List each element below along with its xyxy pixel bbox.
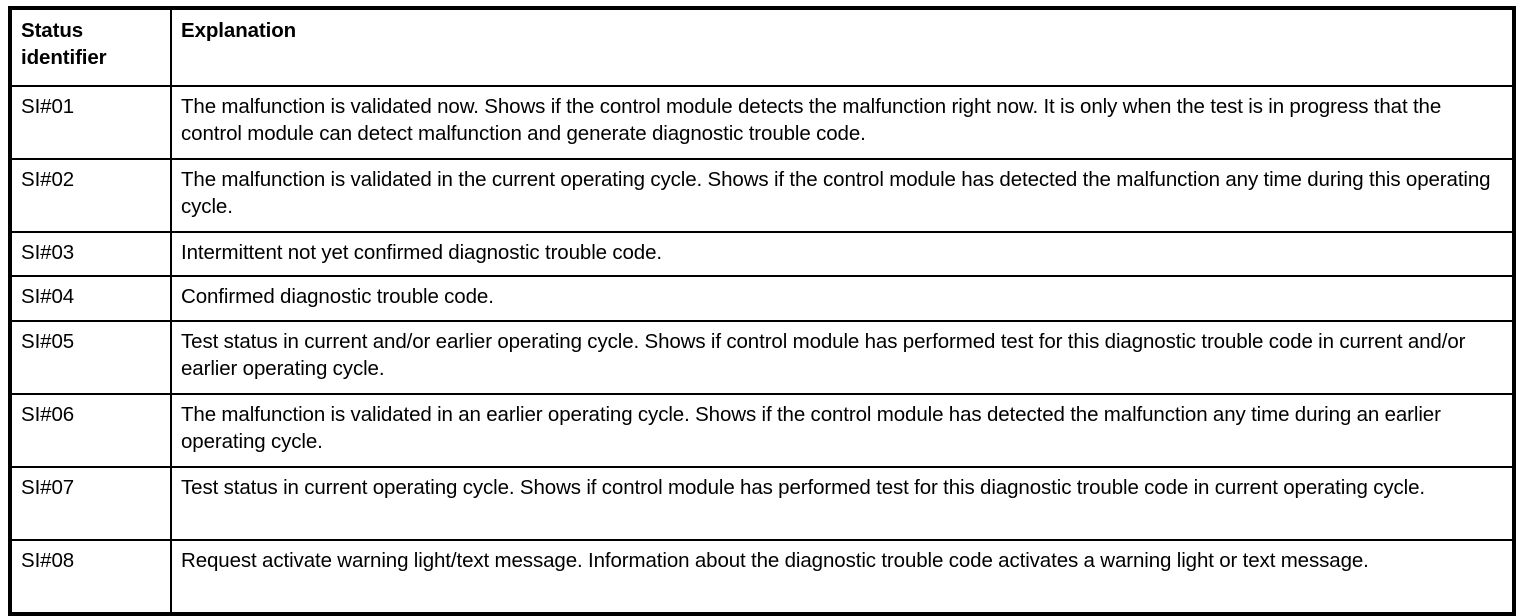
column-header-explanation: Explanation xyxy=(170,7,1515,87)
cell-explanation: The malfunction is validated in the curr… xyxy=(170,158,1515,233)
table-row: SI#02 The malfunction is validated in th… xyxy=(9,158,1515,233)
cell-status-identifier: SI#01 xyxy=(9,85,172,160)
cell-status-identifier: SI#03 xyxy=(9,230,172,278)
cell-explanation: Request activate warning light/text mess… xyxy=(170,538,1515,615)
table-row: SI#04 Confirmed diagnostic trouble code. xyxy=(9,275,1515,322)
column-header-status-identifier: Status identifier xyxy=(9,7,172,87)
cell-explanation: Confirmed diagnostic trouble code. xyxy=(170,275,1515,322)
table-header-row: Status identifier Explanation xyxy=(9,7,1515,87)
table-row: SI#07 Test status in current operating c… xyxy=(9,465,1515,541)
table-row: SI#01 The malfunction is validated now. … xyxy=(9,85,1515,160)
cell-explanation: The malfunction is validated in an earli… xyxy=(170,392,1515,468)
cell-status-identifier: SI#08 xyxy=(9,538,172,615)
cell-status-identifier: SI#04 xyxy=(9,275,172,322)
cell-status-identifier: SI#05 xyxy=(9,319,172,395)
cell-explanation: The malfunction is validated now. Shows … xyxy=(170,85,1515,160)
cell-explanation: Test status in current operating cycle. … xyxy=(170,465,1515,541)
table-row: SI#06 The malfunction is validated in an… xyxy=(9,392,1515,468)
cell-status-identifier: SI#07 xyxy=(9,465,172,541)
cell-explanation: Intermittent not yet confirmed diagnosti… xyxy=(170,230,1515,278)
cell-status-identifier: SI#06 xyxy=(9,392,172,468)
table-row: SI#08 Request activate warning light/tex… xyxy=(9,538,1515,615)
cell-explanation: Test status in current and/or earlier op… xyxy=(170,319,1515,395)
table-header: Status identifier Explanation xyxy=(9,7,1515,87)
table-body: SI#01 The malfunction is validated now. … xyxy=(9,85,1515,615)
table-row: SI#05 Test status in current and/or earl… xyxy=(9,319,1515,395)
cell-status-identifier: SI#02 xyxy=(9,158,172,233)
status-identifier-table: Status identifier Explanation SI#01 The … xyxy=(8,6,1516,616)
table-row: SI#03 Intermittent not yet confirmed dia… xyxy=(9,230,1515,278)
